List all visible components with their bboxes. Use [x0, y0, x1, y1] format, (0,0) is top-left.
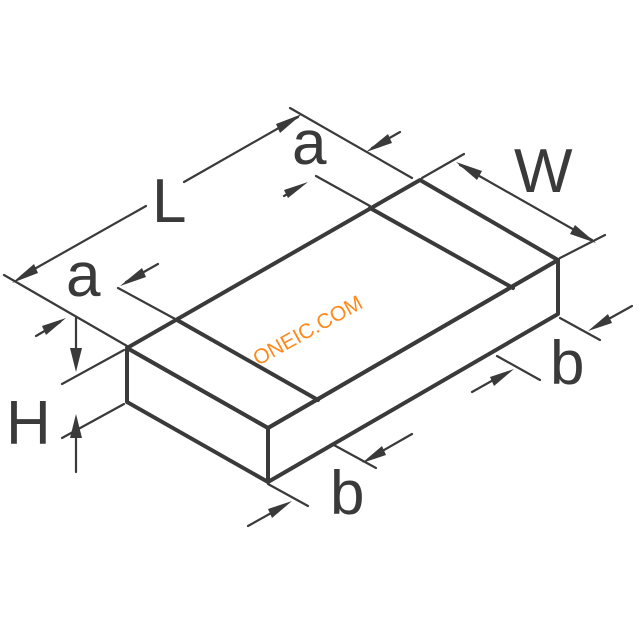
arrowhead [120, 268, 146, 286]
extension-line [116, 286, 179, 322]
dim-width [420, 152, 607, 260]
chip-body [125, 178, 560, 484]
arrowhead [70, 348, 82, 372]
dimension-line [20, 204, 148, 278]
extension-line [266, 482, 310, 508]
dim-length [2, 106, 414, 348]
extension-line [288, 106, 414, 180]
label-terminal-back: a [292, 109, 327, 178]
arrowhead [42, 318, 66, 335]
arrowhead [276, 114, 302, 133]
dim-height [60, 316, 126, 474]
extension-line [558, 233, 607, 260]
arrowhead [490, 369, 514, 386]
right-face [266, 258, 560, 484]
dimension-line [458, 163, 594, 242]
arrowhead [268, 501, 292, 518]
extension-line [60, 348, 126, 386]
arrowhead [362, 446, 386, 463]
extension-line [495, 354, 542, 382]
arrowhead [570, 225, 596, 243]
terminal-line-back [368, 206, 515, 290]
arrowhead [456, 162, 482, 180]
front-face [125, 346, 270, 484]
arrowhead [284, 182, 308, 198]
extension-line [2, 273, 129, 348]
label-length: L [152, 167, 186, 236]
arrowhead [588, 314, 612, 331]
extension-line [420, 152, 466, 180]
dim-terminal-front [34, 262, 179, 338]
label-terminal-front: a [66, 241, 101, 310]
dim-side-right [470, 304, 634, 394]
arrowhead [70, 414, 82, 438]
arrowhead [12, 264, 38, 283]
dim-side-front [246, 432, 414, 528]
extension-line [558, 316, 602, 342]
label-side-front: b [330, 459, 364, 528]
watermark-text: ONEIC.COM [249, 291, 366, 370]
dim-terminal-back [282, 130, 402, 208]
label-height: H [6, 389, 51, 458]
label-width: W [514, 137, 573, 206]
label-side-right: b [550, 329, 584, 398]
arrowhead [366, 134, 392, 152]
extension-line [314, 174, 372, 208]
extension-line [330, 442, 378, 470]
terminal-line-front [175, 318, 320, 402]
